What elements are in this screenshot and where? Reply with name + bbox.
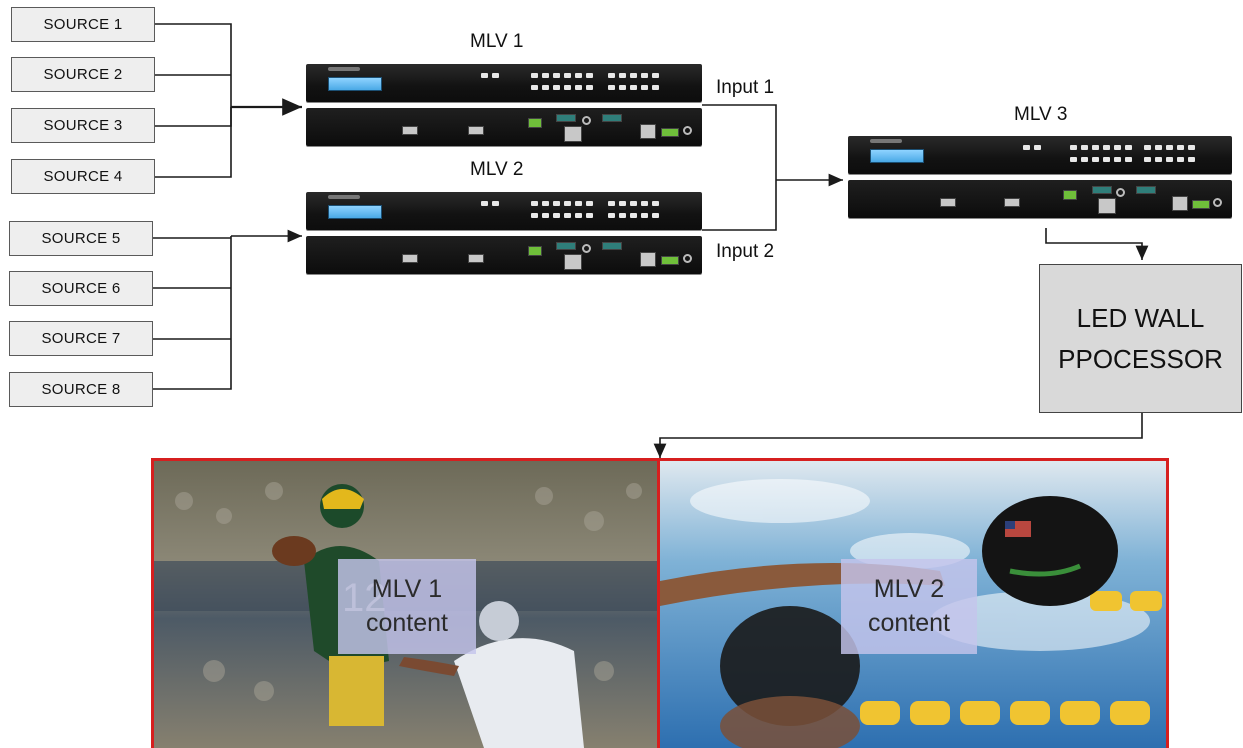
mlv2-title: MLV 2 <box>470 159 524 180</box>
wire-input2 <box>702 180 777 231</box>
wire-source4 <box>155 107 232 178</box>
source-5-box: SOURCE 5 <box>9 221 153 256</box>
mlv1-content-line2: content <box>365 608 448 637</box>
source-6-box: SOURCE 6 <box>9 271 153 306</box>
mlv2-front-panel <box>306 192 702 230</box>
lcd-display <box>328 205 382 219</box>
mlv2-rear-panel <box>306 236 702 274</box>
wire-processor-to-display <box>653 413 1143 458</box>
mlv2-content-label: MLV 2 content <box>841 559 977 654</box>
mlv1-content-label: MLV 1 content <box>338 559 476 654</box>
source-3-label: SOURCE 3 <box>43 117 123 134</box>
mlv3-rear-panel <box>848 180 1232 218</box>
mlv1-content-line1: MLV 1 <box>371 574 443 603</box>
source-2-box: SOURCE 2 <box>11 57 155 92</box>
source-7-label: SOURCE 7 <box>41 330 121 347</box>
wire-input1 <box>702 104 777 180</box>
wire-source8 <box>153 236 232 390</box>
mlv1-content-panel: 12 MLV 1 content <box>154 461 660 748</box>
mlv2-content-line2: content <box>867 608 950 637</box>
source-3-box: SOURCE 3 <box>11 108 155 143</box>
wire-source3 <box>155 107 232 127</box>
source-5-label: SOURCE 5 <box>41 230 121 247</box>
mlv3-front-panel <box>848 136 1232 174</box>
lcd-display <box>328 77 382 91</box>
source-7-box: SOURCE 7 <box>9 321 153 356</box>
source-4-box: SOURCE 4 <box>11 159 155 194</box>
input1-label: Input 1 <box>716 77 775 98</box>
mlv2-device <box>306 192 702 278</box>
processor-label-line2: PPOCESSOR <box>1058 343 1223 374</box>
mlv1-rear-panel <box>306 108 702 146</box>
mlv1-device <box>306 64 702 150</box>
source-1-box: SOURCE 1 <box>11 7 155 42</box>
mlv3-device <box>848 136 1232 222</box>
mlv1-title: MLV 1 <box>470 31 524 52</box>
lcd-display <box>870 149 924 163</box>
mlv2-content-line1: MLV 2 <box>873 574 945 603</box>
source-2-label: SOURCE 2 <box>43 66 123 83</box>
wire-source1 <box>155 23 232 107</box>
wire-mlv3-to-processor <box>1045 228 1149 260</box>
source-6-label: SOURCE 6 <box>41 280 121 297</box>
source-8-label: SOURCE 8 <box>41 381 121 398</box>
mlv2-content-panel: MLV 2 content <box>660 461 1166 748</box>
source-1-label: SOURCE 1 <box>43 16 123 33</box>
input2-label: Input 2 <box>716 241 775 262</box>
source-8-box: SOURCE 8 <box>9 372 153 407</box>
source-4-label: SOURCE 4 <box>43 168 123 185</box>
processor-label-line1: LED WALL <box>1076 303 1205 334</box>
mlv3-title: MLV 3 <box>1014 104 1068 125</box>
led-wall-processor-box: LED WALL PPOCESSOR <box>1039 264 1242 413</box>
led-wall-display: 12 MLV 1 content <box>151 458 1169 748</box>
mlv1-front-panel <box>306 64 702 102</box>
